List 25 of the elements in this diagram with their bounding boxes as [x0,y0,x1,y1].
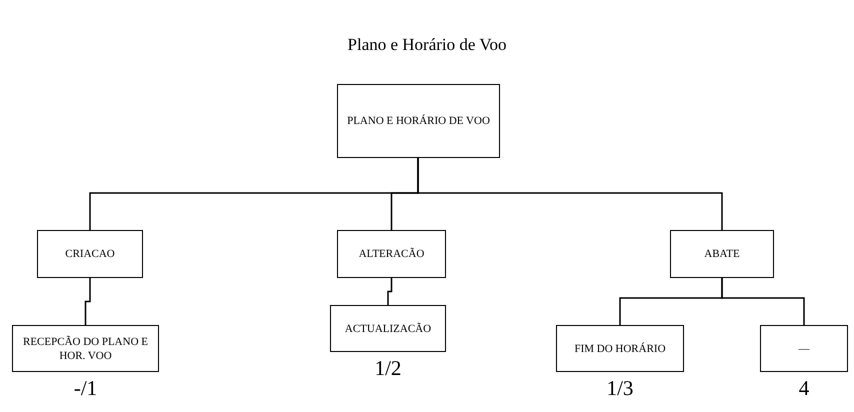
connector-line [387,278,392,305]
node-label: CRIACAO [65,247,115,261]
node-label: RECEPCÃO DO PLANO E HOR. VOO [22,334,149,362]
node-label: ALTERACÃO [358,247,424,261]
node-label: — [798,342,810,356]
connector-line [721,278,805,325]
connector-line [417,158,723,230]
process-box [337,230,446,278]
node-label: ACTUALIZACÃO [344,322,432,336]
process-box [330,305,446,352]
step-number: -/1 [72,376,98,401]
step-number: 1/2 [374,356,402,381]
step-number: 1/3 [606,376,634,401]
node-label: ABATE [704,247,740,261]
process-box [556,325,684,372]
node-label: PLANO E HORÁRIO DE VOO [347,114,490,128]
process-box [337,84,500,158]
node-label: FIM DO HORÁRIO [574,342,666,356]
diagram-title: Plano e Horário de Voo [346,35,508,55]
process-box [37,230,143,278]
connector-line [84,278,91,325]
process-box [670,230,774,278]
step-number: 4 [798,376,810,401]
process-box [760,325,848,372]
process-box [12,325,159,372]
